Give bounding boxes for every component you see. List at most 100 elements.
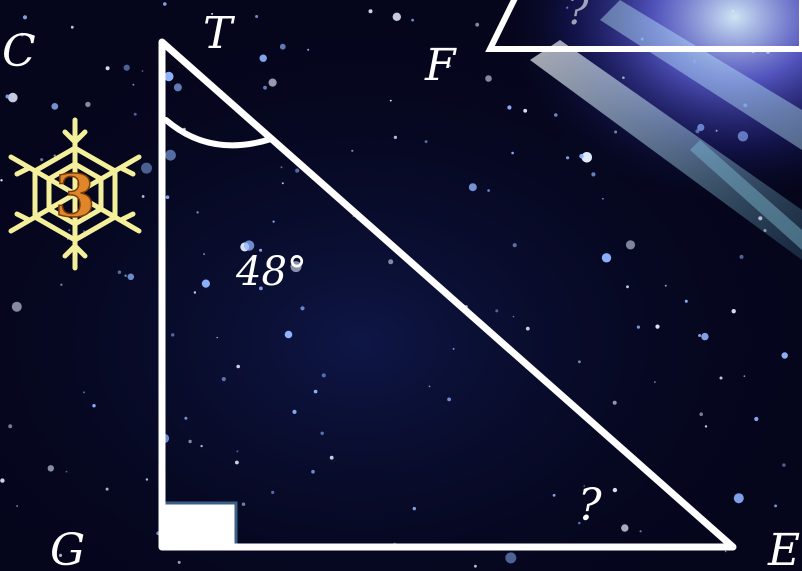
star — [566, 6, 569, 9]
star — [329, 455, 334, 460]
star — [468, 183, 477, 192]
star — [68, 229, 71, 232]
nebula-streaks — [530, 0, 802, 260]
star — [612, 487, 618, 493]
star — [164, 71, 174, 82]
star — [719, 376, 723, 380]
star — [145, 478, 149, 481]
star — [412, 506, 416, 511]
star — [259, 286, 263, 291]
star — [295, 168, 300, 173]
star — [737, 131, 749, 142]
star — [279, 43, 286, 50]
star — [184, 416, 188, 420]
star — [280, 166, 283, 169]
star — [236, 364, 240, 369]
star — [105, 487, 109, 491]
star — [583, 485, 585, 487]
star — [781, 352, 788, 359]
star — [743, 103, 748, 108]
star — [263, 85, 267, 90]
star — [388, 259, 394, 265]
star — [554, 113, 558, 117]
star — [236, 450, 239, 453]
star — [704, 425, 708, 428]
star — [0, 179, 3, 182]
star — [117, 270, 122, 274]
star — [313, 389, 318, 394]
star — [512, 243, 517, 248]
star — [636, 325, 641, 329]
star — [626, 285, 629, 289]
star — [22, 15, 28, 20]
star — [602, 198, 604, 200]
star — [193, 291, 197, 294]
star — [591, 172, 596, 177]
right-angle-marker — [160, 501, 238, 548]
star — [625, 240, 636, 250]
star — [241, 502, 246, 506]
angle-label-t: 48° — [235, 249, 307, 295]
star — [452, 347, 455, 350]
star — [424, 140, 428, 144]
star — [321, 373, 326, 378]
star — [654, 381, 656, 383]
star — [311, 469, 315, 474]
star — [40, 158, 44, 162]
star — [774, 504, 777, 508]
star — [487, 189, 490, 192]
star — [485, 75, 492, 82]
star — [639, 530, 642, 533]
star — [695, 129, 700, 134]
star — [58, 553, 63, 558]
star — [11, 301, 22, 312]
star — [758, 216, 763, 221]
star — [132, 83, 135, 86]
star — [731, 9, 734, 13]
star — [715, 129, 718, 132]
star — [196, 211, 199, 214]
star — [525, 326, 530, 331]
star — [733, 493, 744, 504]
star — [92, 404, 96, 408]
star — [255, 15, 259, 18]
star — [65, 470, 68, 473]
snowflake-badge-icon — [8, 117, 142, 271]
star — [389, 99, 392, 102]
second-triangle-label: ? — [567, 0, 589, 34]
star — [392, 12, 401, 21]
star — [368, 9, 373, 14]
star — [165, 149, 176, 161]
badge-number: 3 — [55, 162, 95, 230]
star — [127, 273, 135, 281]
angle-arc-t — [163, 117, 274, 149]
star — [552, 493, 556, 497]
star — [188, 439, 192, 444]
star — [47, 465, 54, 472]
star — [203, 253, 206, 256]
star — [300, 306, 305, 311]
star — [581, 152, 593, 163]
star — [5, 94, 10, 99]
star — [70, 25, 74, 29]
star — [743, 375, 746, 378]
star — [320, 431, 324, 435]
star — [173, 83, 182, 92]
star — [307, 48, 310, 51]
star — [448, 64, 451, 67]
star — [51, 103, 59, 110]
vertex-label-e: E — [767, 525, 800, 571]
star — [165, 195, 170, 199]
star — [612, 400, 617, 405]
star — [601, 253, 612, 263]
star — [351, 149, 354, 152]
star — [141, 70, 144, 72]
star — [268, 78, 277, 87]
star — [123, 64, 130, 71]
star — [664, 284, 667, 287]
star — [8, 424, 13, 429]
star — [655, 324, 660, 329]
star — [782, 463, 786, 467]
star — [475, 22, 480, 27]
star — [60, 283, 63, 286]
